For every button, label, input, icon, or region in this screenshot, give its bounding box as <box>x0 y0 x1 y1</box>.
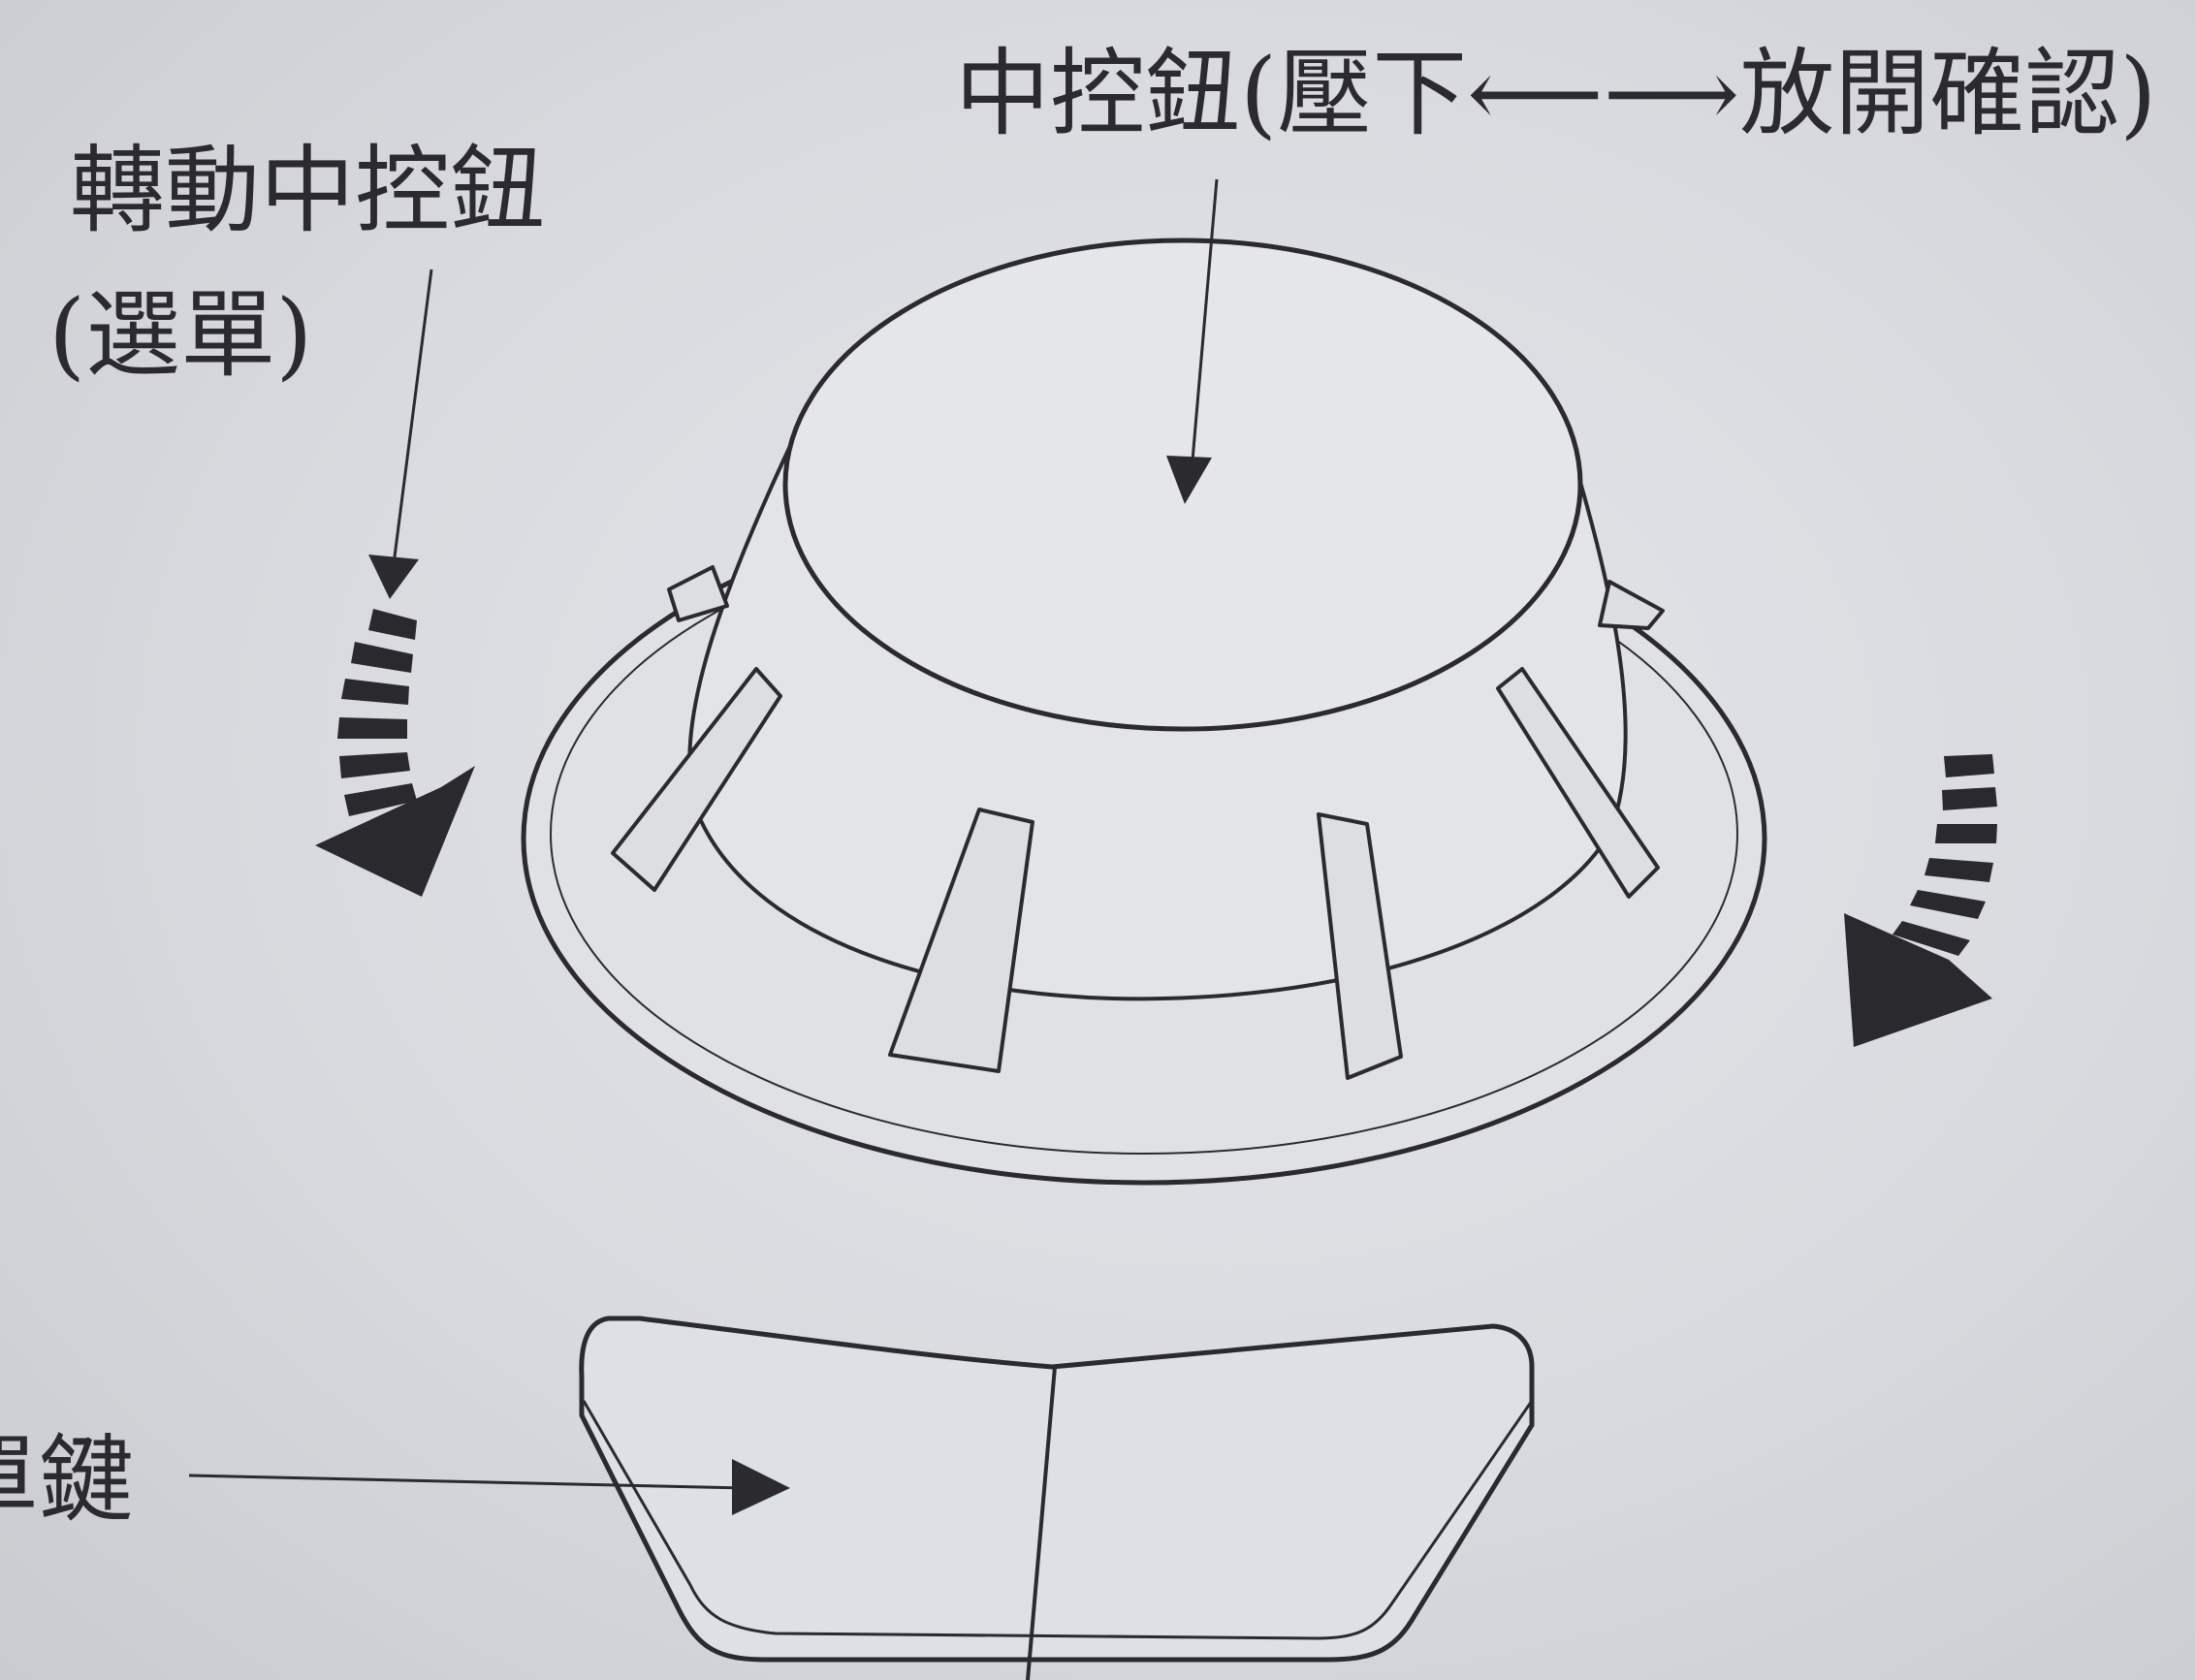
center-knob-label: 中控鈕(壓下⟵⟶放開確認) <box>955 39 2157 149</box>
rotate-knob-sublabel: (選單) <box>48 280 313 391</box>
key-leader <box>188 1459 790 1515</box>
rotate-knob-label: 轉動中控鈕 <box>70 136 546 246</box>
rib-2 <box>888 808 1034 1073</box>
rib-5 <box>667 565 729 622</box>
lower-key[interactable] <box>579 1315 1535 1680</box>
rib-1 <box>611 667 782 892</box>
rib-4 <box>1496 667 1660 899</box>
center-knob-leader <box>1166 178 1219 504</box>
knob-ribs <box>611 565 1665 1080</box>
key-label: 單鍵 <box>0 1425 135 1536</box>
rotate-arrow-left-icon <box>315 609 475 897</box>
rib-3 <box>1317 812 1403 1080</box>
rotate-arrow-right-icon <box>1844 754 1997 1047</box>
rib-6 <box>1598 580 1665 630</box>
rotate-leader <box>368 269 433 599</box>
